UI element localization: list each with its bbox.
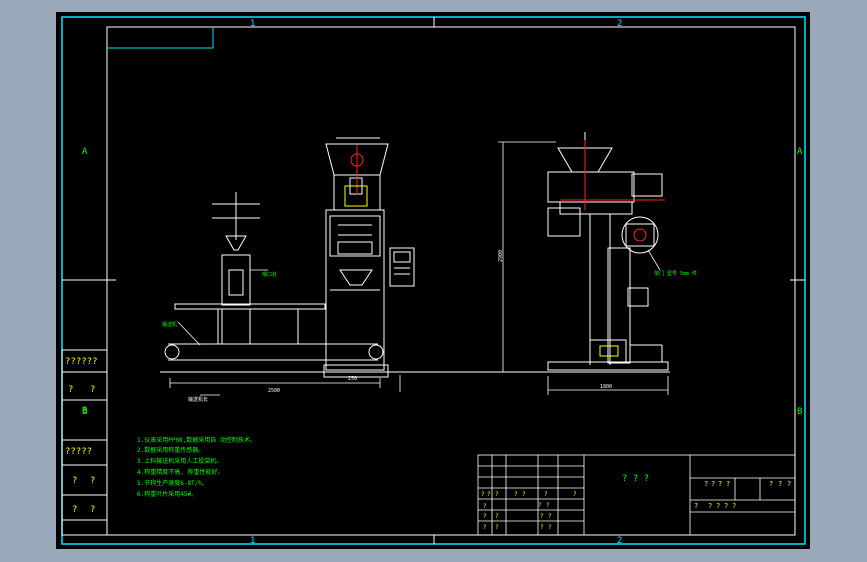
zone-right-a: A: [797, 147, 803, 157]
svg-text:?: ?: [548, 524, 552, 531]
left-red-detail: [350, 145, 364, 195]
notes-block: 1.仪表采用PP08,数据采用自 动控制技术。 2.数据采用称重传感器。 3.上…: [137, 436, 256, 498]
svg-text:?: ?: [514, 491, 518, 498]
svg-text:?: ?: [487, 491, 491, 498]
note-6: 6.称重叶片采用45#。: [137, 490, 197, 498]
svg-text:?: ?: [522, 491, 526, 498]
left-dimensions: [169, 269, 401, 396]
svg-text:?: ?: [694, 502, 698, 510]
right-yellow-detail: [599, 345, 619, 357]
drawing-sheet: [56, 12, 810, 549]
svg-text:?????: ?????: [65, 447, 92, 457]
svg-text:?: ?: [495, 513, 499, 520]
zone-right-b: B: [797, 407, 802, 417]
svg-text:?: ?: [90, 476, 95, 486]
svg-text:?: ?: [716, 502, 720, 510]
left-machine: [160, 137, 500, 378]
svg-text:?: ?: [72, 476, 77, 486]
left-yellow-detail: [344, 185, 368, 207]
svg-text:?: ?: [548, 513, 552, 520]
svg-text:?: ?: [732, 502, 736, 510]
zone-bottom-2: 2: [617, 536, 622, 546]
left-dim-height: 250: [348, 376, 357, 382]
svg-text:?: ?: [724, 502, 728, 510]
side-panel: [61, 349, 108, 536]
svg-text:?: ?: [483, 524, 487, 531]
note-1: 1.仪表采用PP08,数据采用自 动控制技术。: [137, 436, 256, 444]
title-block-grid-labels: ? ? ? ? ? ? ? ? ? ? ? ? ? ? ? ? ? ?: [481, 491, 577, 531]
left-dim-width: 2500: [268, 388, 280, 394]
svg-text:?: ?: [711, 480, 715, 488]
zone-left-b: B: [82, 407, 87, 417]
zone-bottom-1: 1: [250, 536, 255, 546]
title-block-right-bottom: ? ? ? ? ?: [694, 502, 736, 510]
right-dim-height: 2900: [498, 250, 504, 262]
svg-text:?: ?: [769, 480, 773, 488]
svg-text:?: ?: [573, 491, 577, 498]
left-footer: 输送机长: [188, 396, 208, 403]
svg-text:?: ?: [90, 505, 95, 515]
title-corner-box: [107, 27, 214, 49]
zone-top-2: 2: [617, 19, 622, 29]
zone-top-1: 1: [250, 19, 255, 29]
svg-text:?: ?: [540, 524, 544, 531]
svg-text:?: ?: [481, 491, 485, 498]
zone-left-a: A: [82, 147, 88, 157]
svg-text:?: ?: [544, 491, 548, 498]
svg-text:?: ?: [495, 491, 499, 498]
right-red-detail: [560, 140, 665, 242]
svg-text:?: ?: [546, 502, 550, 509]
zone-ticks: [62, 17, 805, 544]
svg-text:?: ?: [726, 480, 730, 488]
svg-text:?: ?: [718, 480, 722, 488]
svg-text:?: ?: [68, 385, 73, 395]
svg-text:?: ?: [540, 513, 544, 520]
title-block-right-top: ? ? ? ? ? ? ?: [704, 480, 791, 488]
svg-text:?: ?: [708, 502, 712, 510]
note-2: 2.数据采用称重传感器。: [137, 446, 204, 454]
inner-frame: [106, 26, 796, 536]
title-block-center: ? ? ?: [622, 474, 649, 484]
svg-text:?: ?: [483, 503, 487, 510]
svg-text:?: ?: [495, 524, 499, 531]
right-callout: 单门 型号 5mm 件: [654, 270, 697, 277]
svg-text:B: B: [82, 406, 87, 416]
svg-text:?: ?: [90, 385, 95, 395]
left-callout-1: 喂口处: [262, 271, 277, 278]
side-panel-labels: ?????? ? ? B ????? ? ? ? ?: [65, 357, 98, 515]
note-4: 4.称重精度不高, 称重性能好。: [137, 468, 223, 476]
note-5: 5.节称生产速度6-8T/h。: [137, 479, 208, 487]
svg-text:?: ?: [538, 502, 542, 509]
right-dimensions: [498, 141, 669, 395]
title-block-grid: [477, 454, 796, 536]
svg-text:?: ?: [778, 480, 782, 488]
right-dim-width: 1800: [600, 384, 612, 390]
svg-text:?: ?: [787, 480, 791, 488]
svg-text:?: ?: [483, 513, 487, 520]
svg-text:?: ?: [72, 505, 77, 515]
note-3: 3.上料输送机采用人工投袋机。: [137, 457, 222, 465]
left-callout-2: 输送机: [162, 321, 177, 328]
svg-text:?: ?: [704, 480, 708, 488]
svg-text:??????: ??????: [65, 357, 98, 367]
